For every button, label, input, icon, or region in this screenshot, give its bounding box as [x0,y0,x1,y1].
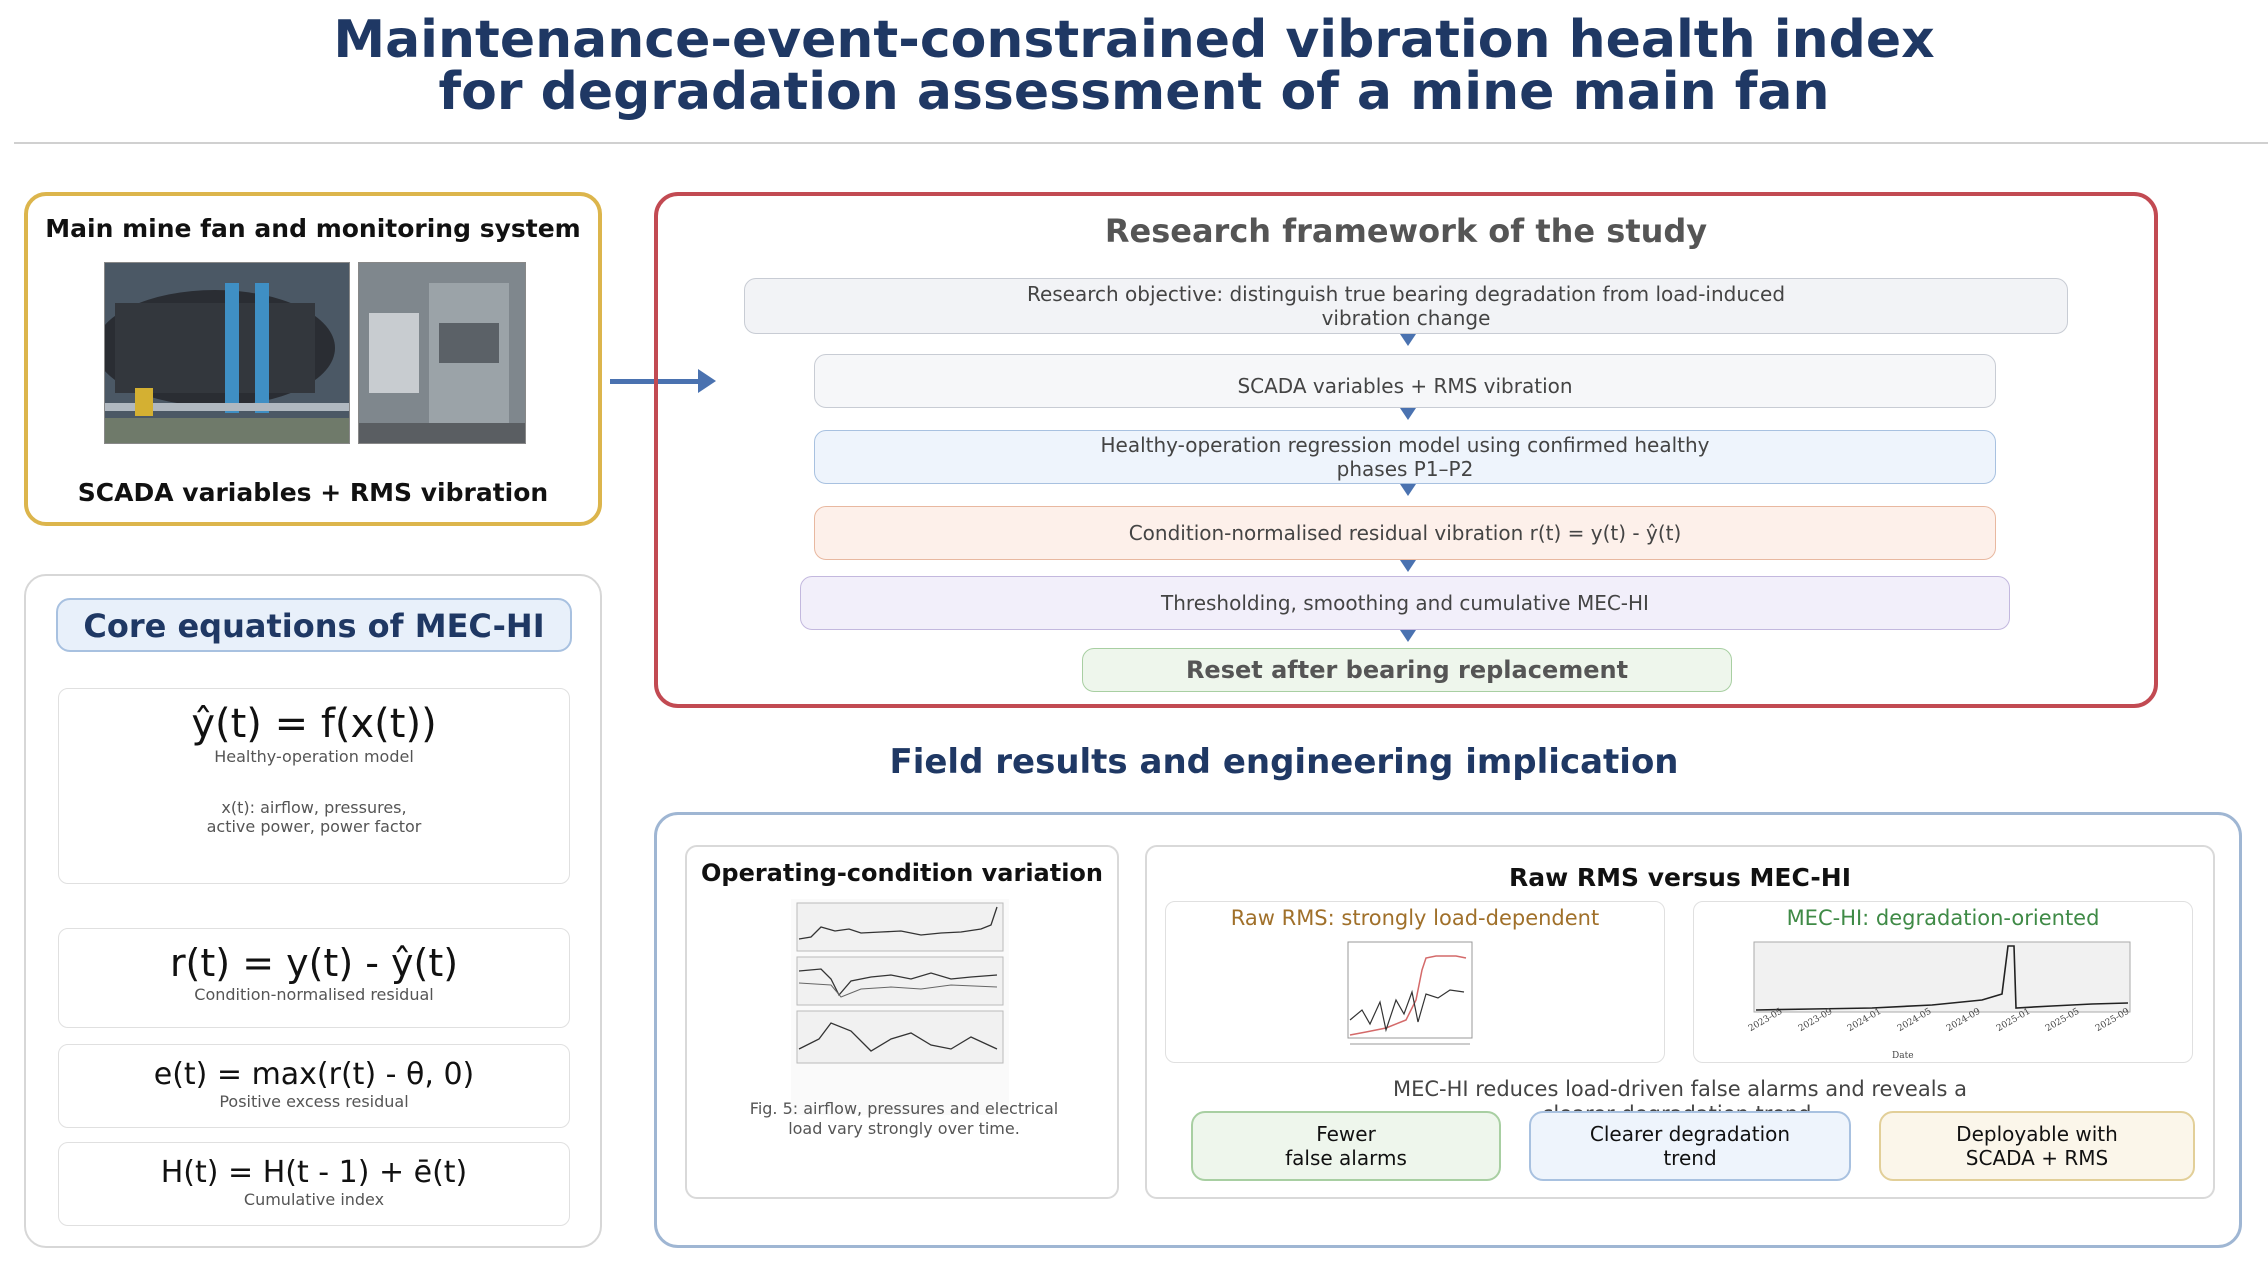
field-results-panel: Operating-condition variation Fig. 5: ai… [654,812,2242,1248]
step-arrow-icon [1400,408,1416,420]
mec-hi-plot: Date [1753,941,2131,1060]
equation-caption: Condition-normalised residual [194,985,434,1004]
framework-step-objective: Research objective: distinguish true bea… [744,278,2068,334]
raw-rms-label: Raw RMS: strongly load-dependent [1230,906,1600,930]
mec-hi-axis-ticks: 2023-05 2023-09 2024-01 2024-05 2024-09 … [1747,1007,2136,1044]
title-divider [14,142,2268,144]
framework-step-inputs: SCADA variables + RMS vibration [814,354,1996,408]
framework-step-residual: Condition-normalised residual vibration … [814,506,1996,560]
step-arrow-icon [1400,484,1416,496]
equation-formula: r(t) = y(t) - ŷ(t) [169,941,459,985]
operating-condition-card: Operating-condition variation Fig. 5: ai… [685,845,1119,1199]
core-equations-panel: Core equations of MEC-HI ŷ(t) = f(x(t)) … [24,574,602,1248]
mec-hi-label: MEC-HI: degradation-oriented [1786,906,2100,930]
equation-card-model: ŷ(t) = f(x(t)) Healthy-operation model x… [58,688,570,884]
raw-vs-mec-title: Raw RMS versus MEC-HI [1508,863,1852,892]
fan-panel-subtitle: SCADA variables + RMS vibration [77,478,549,507]
fan-monitoring-panel: Main mine fan and monitoring system SCAD… [24,192,602,526]
raw-rms-subcard: Raw RMS: strongly load-dependent [1165,901,1665,1063]
operating-condition-caption: Fig. 5: airflow, pressures and electrica… [749,1099,1059,1138]
equation-formula: e(t) = max(r(t) - θ, 0) [153,1057,475,1092]
research-framework-panel: Research framework of the study Research… [654,192,2158,708]
framework-step-thresholding: Thresholding, smoothing and cumulative M… [800,576,2010,630]
fan-photo-illustration [105,263,349,443]
operating-condition-plot [796,902,1004,1064]
raw-rms-plot [1347,941,1473,1045]
equation-card-excess: e(t) = max(r(t) - θ, 0) Positive excess … [58,1044,570,1128]
equation-formula: ŷ(t) = f(x(t)) [191,701,437,747]
equation-note: active power, power factor [206,817,422,836]
framework-step-regression: Healthy-operation regression model using… [814,430,1996,484]
framework-title: Research framework of the study [1104,212,1708,250]
framework-step-reset: Reset after bearing replacement [1082,648,1732,692]
operating-condition-figure [791,899,1009,1115]
mec-hi-subcard: MEC-HI: degradation-oriented Date 2023-0… [1693,901,2193,1063]
connector-arrow-head-icon [698,369,716,393]
fan-panel-title: Main mine fan and monitoring system [45,214,581,243]
cabinet-photo-illustration [359,263,525,443]
equation-card-residual: r(t) = y(t) - ŷ(t) Condition-normalised … [58,928,570,1028]
equation-caption: Healthy-operation model [214,747,414,766]
fan-photo [104,262,350,444]
step-arrow-icon [1400,630,1416,642]
monitoring-cabinet-photo [358,262,526,444]
step-arrow-icon [1400,560,1416,572]
field-results-title: Field results and engineering implicatio… [889,742,1679,782]
page-title: Maintenance-event-constrained vibration … [333,10,1935,122]
mec-hi-xlabel: Date [1892,1051,1914,1060]
equations-heading: Core equations of MEC-HI [56,598,572,652]
equation-caption: Positive excess residual [219,1092,409,1111]
operating-condition-title: Operating-condition variation [700,859,1104,887]
step-arrow-icon [1400,334,1416,346]
equation-card-cumulative: H(t) = H(t - 1) + ē(t) Cumulative index [58,1142,570,1226]
equation-caption: Cumulative index [243,1190,385,1209]
equation-formula: H(t) = H(t - 1) + ē(t) [160,1155,468,1190]
equation-note: x(t): airflow, pressures, [221,798,407,817]
